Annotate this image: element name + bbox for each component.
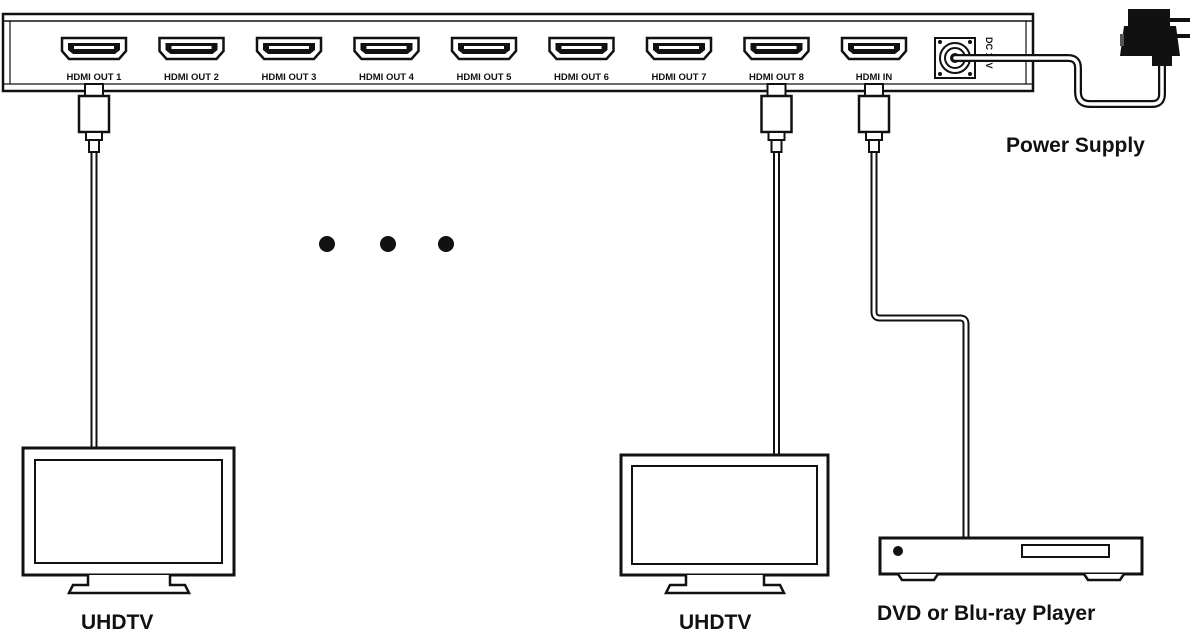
hdmi-cable-in <box>857 83 970 540</box>
hdmi-cable-out8 <box>760 83 793 457</box>
ellipsis-dots-icon <box>319 236 454 252</box>
hdmi-cable-out1 <box>77 83 111 450</box>
hdmi-port-icon <box>840 36 908 61</box>
tv-icon <box>21 446 236 595</box>
hdmi-port-label: HDMI OUT 2 <box>164 72 219 83</box>
hdmi-port-label: HDMI OUT 4 <box>359 72 415 83</box>
hdmi-port-label: HDMI OUT 3 <box>262 72 317 83</box>
power-supply-label: Power Supply <box>1006 134 1145 157</box>
dvd-player-icon <box>878 536 1144 582</box>
hdmi-port-icon <box>743 36 810 61</box>
hdmi-port-icon <box>450 36 518 61</box>
power-cable <box>951 54 1166 108</box>
hdmi-plug-icon <box>77 83 111 153</box>
power-adapter-icon <box>1120 9 1190 66</box>
hdmi-port-icon <box>548 36 615 61</box>
dvd-player-label: DVD or Blu-ray Player <box>877 602 1095 625</box>
hdmi-port-label: HDMI OUT 5 <box>457 72 513 83</box>
dc-12v-label: DC 12V <box>984 37 994 69</box>
hdmi-port-label: HDMI OUT 7 <box>652 72 707 83</box>
hdmi-port-icon <box>60 36 128 61</box>
hdmi-port-icon <box>158 36 225 61</box>
hdmi-port-label: HDMI OUT 1 <box>67 72 123 83</box>
tv-icon <box>619 453 830 595</box>
hdmi-port-label: HDMI OUT 8 <box>749 72 804 83</box>
uhdtv-right-label: UHDTV <box>679 611 751 634</box>
hdmi-plug-icon <box>857 83 891 153</box>
uhdtv-left-label: UHDTV <box>81 611 153 634</box>
hdmi-port-icon <box>255 36 323 61</box>
hdmi-plug-icon <box>760 83 793 153</box>
hdmi-port-icon <box>645 36 713 61</box>
hdmi-port-label: HDMI IN <box>856 72 893 83</box>
hdmi-port-label: HDMI OUT 6 <box>554 72 609 83</box>
hdmi-port-icon <box>353 36 420 61</box>
